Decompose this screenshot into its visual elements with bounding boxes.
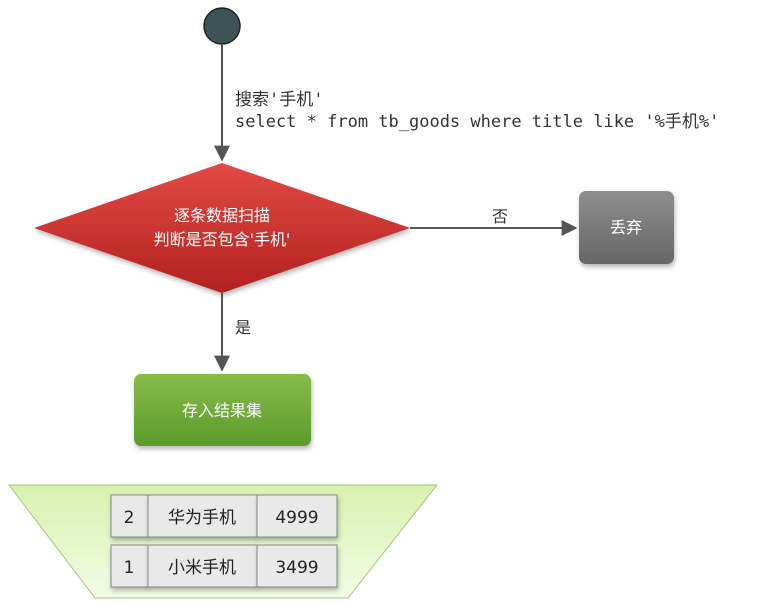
row-price: 3499 — [275, 558, 318, 578]
row-title-cell — [147, 494, 258, 538]
result-set-box — [134, 374, 311, 446]
no-label: 否 — [492, 207, 508, 226]
row-price: 4999 — [275, 508, 318, 528]
result-row: 2 华为手机 4999 — [110, 494, 338, 538]
row-title-cell — [147, 544, 258, 588]
row-id: 1 — [124, 558, 135, 578]
row-price-cell — [256, 544, 338, 588]
row-title: 小米手机 — [168, 558, 236, 578]
sql-annotation: select * from tb_goods where title like … — [235, 112, 719, 132]
discard-box — [579, 191, 674, 264]
start-node — [203, 7, 241, 45]
row-title: 华为手机 — [168, 508, 236, 528]
row-id: 2 — [124, 508, 135, 528]
decision-label-line1: 逐条数据扫描 — [174, 206, 270, 225]
row-id-cell — [110, 544, 149, 588]
decision-diamond — [34, 163, 410, 293]
decision-label-line2: 判断是否包含'手机' — [154, 230, 291, 249]
result-set-label: 存入结果集 — [182, 401, 262, 420]
discard-label: 丢弃 — [610, 218, 642, 237]
row-price-cell — [256, 494, 338, 538]
result-row: 1 小米手机 3499 — [110, 544, 338, 588]
yes-label: 是 — [235, 318, 251, 337]
search-annotation: 搜索'手机' — [235, 90, 323, 110]
